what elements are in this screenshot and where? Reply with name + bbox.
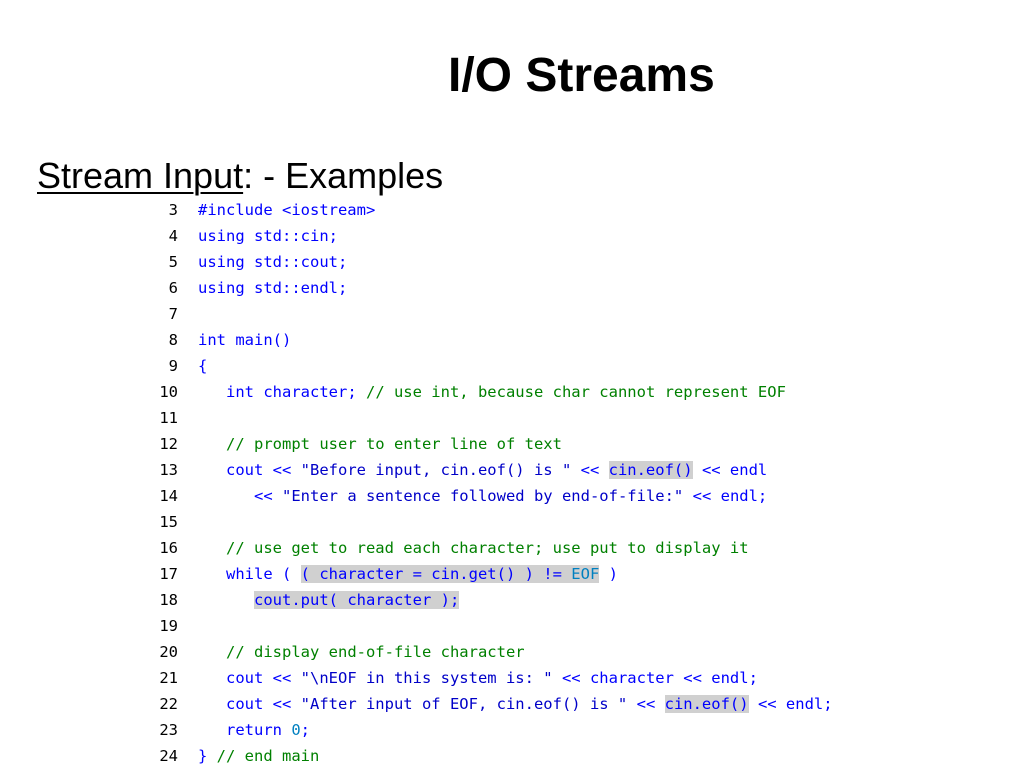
highlighted-token: EOF [571, 565, 600, 583]
code-indent [198, 591, 254, 609]
code-token: int character; [226, 383, 366, 401]
code-text: // use get to read each character; use p… [198, 535, 749, 561]
code-text: int main() [198, 327, 291, 353]
highlighted-token: cout.put( character ); [254, 591, 460, 609]
code-text: return 0; [198, 717, 310, 743]
code-text: // prompt user to enter line of text [198, 431, 562, 457]
code-token: return [226, 721, 292, 739]
code-token: // prompt user to enter line of text [226, 435, 562, 453]
code-token: "\nEOF in this system is: " [300, 669, 553, 687]
code-indent [198, 435, 226, 453]
line-number: 13 [159, 461, 178, 479]
line-number: 5 [168, 253, 178, 271]
code-text: } // end main [198, 743, 319, 769]
code-indent [198, 539, 226, 557]
code-token: { [198, 357, 208, 375]
highlighted-token: cin.eof() [608, 461, 693, 479]
code-token: #include <iostream> [198, 201, 376, 219]
line-number: 10 [159, 383, 178, 401]
slide-subtitle: Stream Input: - Examples [37, 152, 443, 200]
line-number: 18 [159, 591, 178, 609]
code-text: using std::endl; [198, 275, 347, 301]
code-indent [198, 669, 226, 687]
line-number: 7 [168, 305, 178, 323]
code-token: cout << [226, 461, 301, 479]
code-token: // end main [216, 747, 320, 765]
code-token: // use int, because char cannot represen… [365, 383, 786, 401]
code-token: "Before input, cin.eof() is " [300, 461, 572, 479]
code-indent [198, 487, 254, 505]
code-text: #include <iostream> [198, 197, 375, 223]
code-indent [198, 643, 226, 661]
code-token: "Enter a sentence followed by end-of-fil… [282, 487, 684, 505]
code-token: int main() [198, 331, 292, 349]
code-token: while ( [226, 565, 301, 583]
code-token: << [254, 487, 282, 505]
line-number: 8 [168, 331, 178, 349]
code-text: while ( ( character = cin.get() ) != EOF… [198, 561, 618, 587]
line-number: 3 [168, 201, 178, 219]
code-token: // display end-of-file character [226, 643, 525, 661]
code-indent [198, 461, 226, 479]
code-text: cout << "\nEOF in this system is: " << c… [198, 665, 758, 691]
code-text: << "Enter a sentence followed by end-of-… [198, 483, 767, 509]
code-token: cout << [226, 695, 301, 713]
line-number: 21 [159, 669, 178, 687]
line-number: 12 [159, 435, 178, 453]
line-number: 16 [159, 539, 178, 557]
line-number: 9 [168, 357, 178, 375]
code-token: << character << endl; [552, 669, 758, 687]
line-number: 14 [159, 487, 178, 505]
line-number: 19 [159, 617, 178, 635]
code-token: cout << [226, 669, 301, 687]
code-text: // display end-of-file character [198, 639, 525, 665]
code-token: } [198, 747, 217, 765]
code-text: cout << "After input of EOF, cin.eof() i… [198, 691, 833, 717]
slide-title: I/O Streams [448, 49, 715, 102]
code-token: "After input of EOF, cin.eof() is " [300, 695, 628, 713]
line-number: 20 [159, 643, 178, 661]
code-text: int character; // use int, because char … [198, 379, 786, 405]
code-token: ) [599, 565, 618, 583]
line-number: 15 [159, 513, 178, 531]
code-token: ; [300, 721, 311, 739]
code-indent [198, 383, 226, 401]
code-token: // use get to read each character; use p… [226, 539, 749, 557]
line-number: 17 [159, 565, 178, 583]
code-indent [198, 695, 226, 713]
code-indent [198, 565, 226, 583]
highlighted-token: cin.eof() [664, 695, 749, 713]
code-token: << [571, 461, 609, 479]
code-text: cout.put( character ); [198, 587, 460, 613]
code-token: 0 [291, 721, 301, 739]
code-token: << endl; [683, 487, 768, 505]
subtitle-rest: : - Examples [243, 155, 444, 196]
line-number: 4 [168, 227, 178, 245]
subtitle-underlined: Stream Input [37, 155, 244, 196]
code-text: { [198, 353, 207, 379]
code-token: using std::endl; [198, 279, 348, 297]
line-number: 24 [159, 747, 178, 765]
code-token: using std::cin; [198, 227, 338, 245]
code-indent [198, 721, 226, 739]
line-number: 22 [159, 695, 178, 713]
code-token: << endl [692, 461, 768, 479]
code-text: using std::cout; [198, 249, 347, 275]
code-token: << [627, 695, 665, 713]
line-number: 11 [159, 409, 178, 427]
line-number: 23 [159, 721, 178, 739]
code-text: using std::cin; [198, 223, 338, 249]
code-text: cout << "Before input, cin.eof() is " <<… [198, 457, 767, 483]
line-number: 6 [168, 279, 178, 297]
highlighted-token: ( character = cin.get() ) != [300, 565, 572, 583]
code-token: << endl; [748, 695, 833, 713]
code-token: using std::cout; [198, 253, 348, 271]
